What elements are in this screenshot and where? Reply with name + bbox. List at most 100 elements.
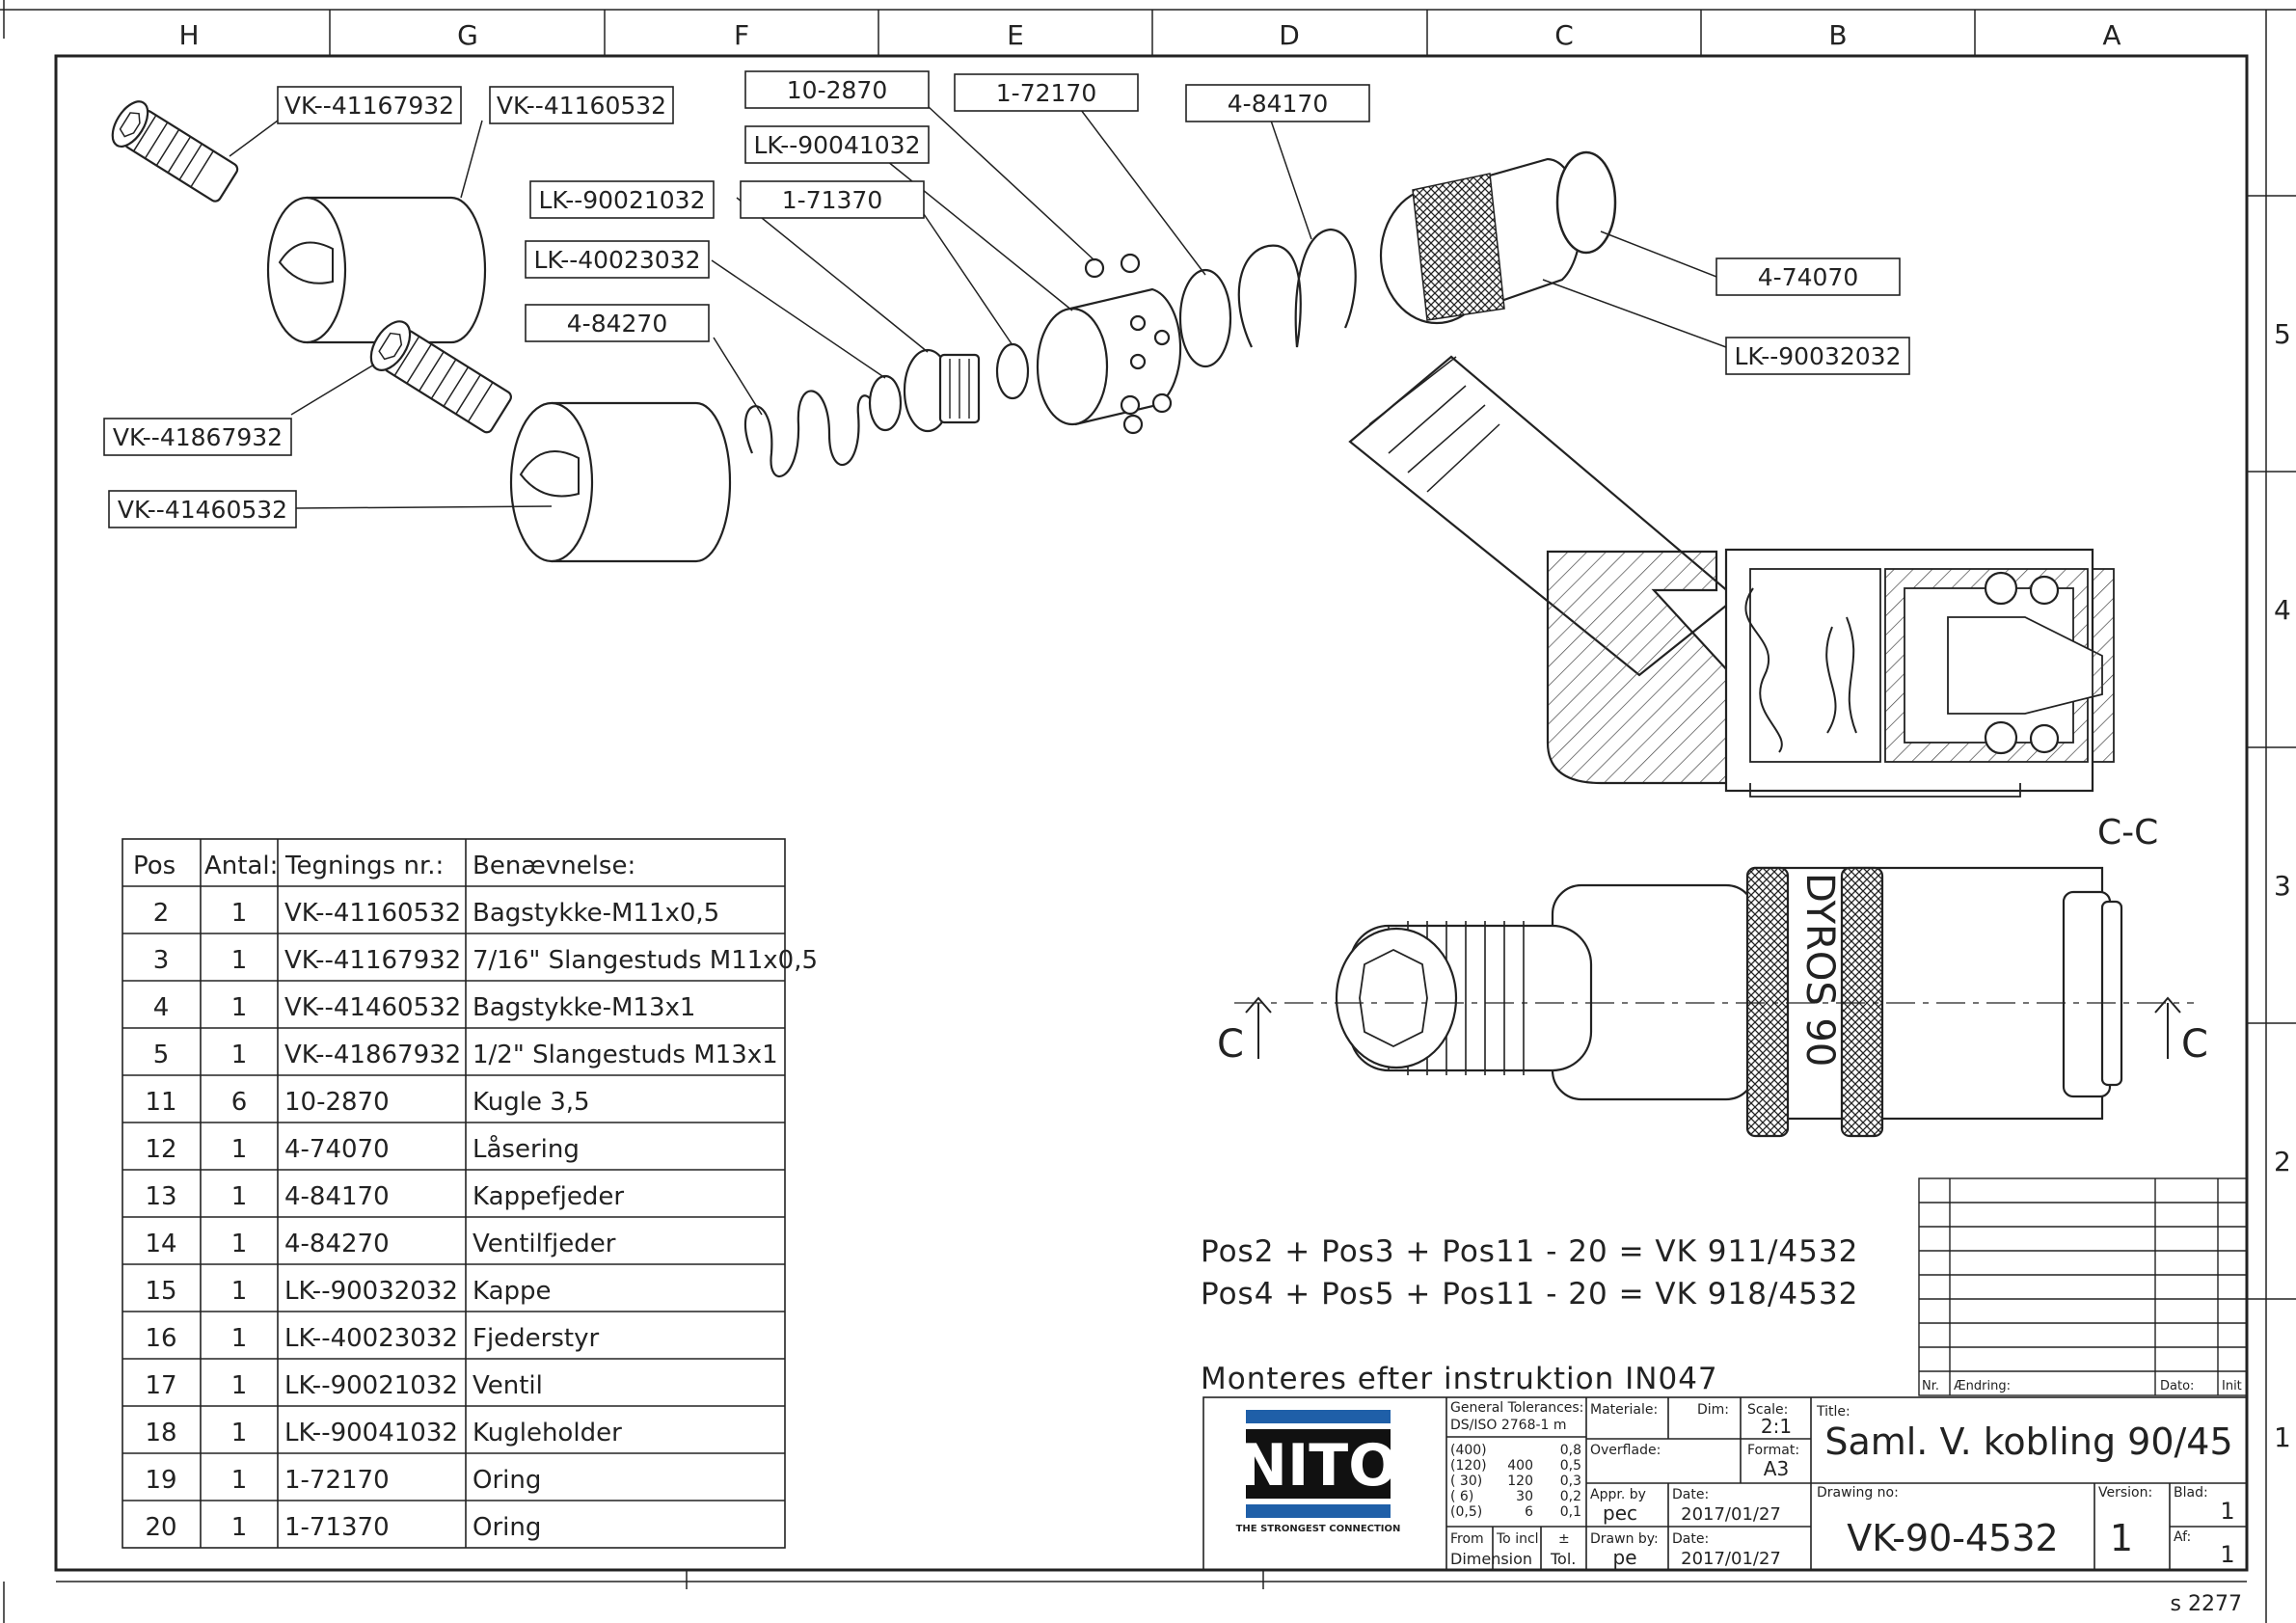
tol-value: 0,1 bbox=[1560, 1504, 1581, 1520]
revision-block bbox=[1918, 1177, 2248, 1396]
hose-stud-lower bbox=[369, 320, 512, 434]
approved-by-label: Appr. by bbox=[1590, 1487, 1646, 1502]
version-value: 1 bbox=[2110, 1517, 2133, 1559]
cell-pos: 19 bbox=[145, 1466, 176, 1495]
cell-pos: 20 bbox=[145, 1513, 176, 1542]
zone-row-5: 5 bbox=[2274, 318, 2291, 350]
cell-pos: 18 bbox=[145, 1419, 176, 1447]
tol-to-value: 30 bbox=[1516, 1489, 1533, 1504]
coupling-body-section bbox=[1546, 550, 1849, 785]
callout-vk-41460532: VK--41460532 bbox=[118, 496, 287, 524]
cell-pos: 2 bbox=[153, 899, 170, 928]
exploded-view bbox=[111, 100, 1617, 563]
header-drawing-no: Tegnings nr.: bbox=[284, 852, 444, 880]
cell-pos: 14 bbox=[145, 1230, 176, 1258]
revision-labels: Nr. Ændring: Dato: Init bbox=[1922, 1379, 2242, 1393]
callout-4-74070: 4-74070 bbox=[1758, 263, 1858, 291]
tol-from-value: (120) bbox=[1450, 1458, 1487, 1474]
cell-description: Bagstykke-M13x1 bbox=[473, 993, 695, 1022]
cell-qty: 1 bbox=[231, 1371, 248, 1400]
drawing-no-label: Drawing no: bbox=[1817, 1485, 1899, 1501]
from-label: From bbox=[1450, 1531, 1484, 1547]
callout-10-2870: 10-2870 bbox=[787, 76, 887, 104]
drawing-title: Saml. V. kobling 90/45 bbox=[1824, 1420, 2232, 1463]
cell-pos: 5 bbox=[153, 1041, 170, 1069]
cell-description: 1/2" Slangestuds M13x1 bbox=[473, 1041, 778, 1069]
back-piece-upper bbox=[266, 196, 487, 344]
callout-1-71370: 1-71370 bbox=[782, 186, 882, 214]
note-assembly-918: Pos4 + Pos5 + Pos11 - 20 = VK 918/4532 bbox=[1201, 1277, 1858, 1312]
cell-description: 7/16" Slangestuds M11x0,5 bbox=[473, 946, 818, 975]
zone-col-H: H bbox=[178, 19, 199, 51]
parts-table-body: 2 1 VK--41160532 Bagstykke-M11x0,5 3 1 V… bbox=[145, 899, 818, 1542]
knurl-left bbox=[1745, 866, 1790, 1138]
cell-qty: 1 bbox=[231, 1513, 248, 1542]
zone-col-E: E bbox=[1007, 19, 1024, 51]
zone-col-G: G bbox=[457, 19, 478, 51]
zone-column-labels: H G F E D C B A bbox=[178, 19, 2120, 51]
zone-row-3: 3 bbox=[2274, 870, 2291, 902]
callout-1-72170: 1-72170 bbox=[996, 79, 1096, 107]
cell-drawing-no: LK--90021032 bbox=[284, 1371, 458, 1400]
section-title: C-C bbox=[2097, 813, 2158, 852]
to-incl-label: To incl bbox=[1496, 1531, 1539, 1547]
back-piece-lower bbox=[509, 401, 732, 563]
cell-drawing-no: 4-84270 bbox=[284, 1230, 390, 1258]
spring-guide bbox=[868, 374, 903, 432]
rev-nr-label: Nr. bbox=[1922, 1379, 1939, 1393]
ball-holder bbox=[1036, 287, 1182, 426]
callout-lk-90032032: LK--90032032 bbox=[1735, 342, 1902, 370]
note-instruction: Monteres efter instruktion IN047 bbox=[1201, 1362, 1718, 1396]
pm-label: ± bbox=[1558, 1531, 1570, 1547]
tol-from-value: ( 6) bbox=[1450, 1489, 1473, 1504]
logo-wordmark: NITO bbox=[1239, 1432, 1397, 1500]
dimension-label: Dimension bbox=[1450, 1550, 1532, 1568]
tol-from-value: (0,5) bbox=[1450, 1504, 1482, 1520]
dim-label: Dim: bbox=[1697, 1402, 1729, 1418]
cell-description: Ventilfjeder bbox=[473, 1230, 616, 1258]
o-ring-small bbox=[995, 342, 1030, 400]
knurl-right bbox=[1840, 866, 1884, 1138]
callout-leaders bbox=[229, 105, 1727, 509]
callout-4-84270: 4-84270 bbox=[567, 310, 667, 338]
section-marker-right: C bbox=[2181, 1022, 2208, 1067]
cell-description: Ventil bbox=[473, 1371, 543, 1400]
approved-by-value: pec bbox=[1603, 1501, 1637, 1525]
cell-qty: 1 bbox=[231, 946, 248, 975]
side-view-stud bbox=[1335, 921, 1593, 1075]
cell-description: Fjederstyr bbox=[473, 1324, 599, 1353]
cell-description: Kappefjeder bbox=[473, 1182, 624, 1211]
tol-to-value: 400 bbox=[1507, 1458, 1533, 1474]
locking-ring bbox=[1555, 150, 1617, 255]
zone-col-B: B bbox=[1828, 19, 1847, 51]
rev-change-label: Ændring: bbox=[1954, 1379, 2011, 1393]
hose-stud-upper bbox=[111, 100, 239, 203]
drawn-date-label: Date: bbox=[1672, 1531, 1709, 1547]
cell-drawing-no: VK--41167932 bbox=[284, 946, 461, 975]
rev-date-label: Dato: bbox=[2160, 1379, 2194, 1393]
cell-description: Oring bbox=[473, 1513, 541, 1542]
cell-pos: 16 bbox=[145, 1324, 176, 1353]
sheet-reference: s 2277 bbox=[2171, 1592, 2242, 1616]
logo-tagline: THE STRONGEST CONNECTION bbox=[1236, 1524, 1401, 1534]
drawn-date-value: 2017/01/27 bbox=[1681, 1549, 1781, 1569]
zone-col-A: A bbox=[2102, 19, 2120, 51]
callout-labels: VK--41167932 VK--41160532 10-2870 1-7217… bbox=[113, 76, 1902, 524]
sleeve bbox=[1379, 157, 1582, 325]
cell-drawing-no: VK--41160532 bbox=[284, 899, 461, 928]
parts-table-header: Pos Antal: Tegnings nr.: Benævnelse: bbox=[133, 852, 635, 880]
cell-qty: 1 bbox=[231, 1419, 248, 1447]
assembly-notes: Pos2 + Pos3 + Pos11 - 20 = VK 911/4532 P… bbox=[1201, 1234, 1858, 1396]
engraving-text: DYROS 90 bbox=[1797, 873, 1842, 1067]
header-qty: Antal: bbox=[204, 852, 278, 880]
drawn-by-label: Drawn by: bbox=[1590, 1531, 1659, 1547]
parts-table bbox=[122, 838, 786, 1549]
tol-to-value: 120 bbox=[1507, 1474, 1533, 1489]
material-label: Materiale: bbox=[1590, 1402, 1658, 1418]
cell-pos: 13 bbox=[145, 1182, 176, 1211]
cell-drawing-no: 4-84170 bbox=[284, 1182, 390, 1211]
format-label: Format: bbox=[1747, 1443, 1799, 1458]
approved-date-label: Date: bbox=[1672, 1487, 1709, 1502]
cell-qty: 1 bbox=[231, 1182, 248, 1211]
